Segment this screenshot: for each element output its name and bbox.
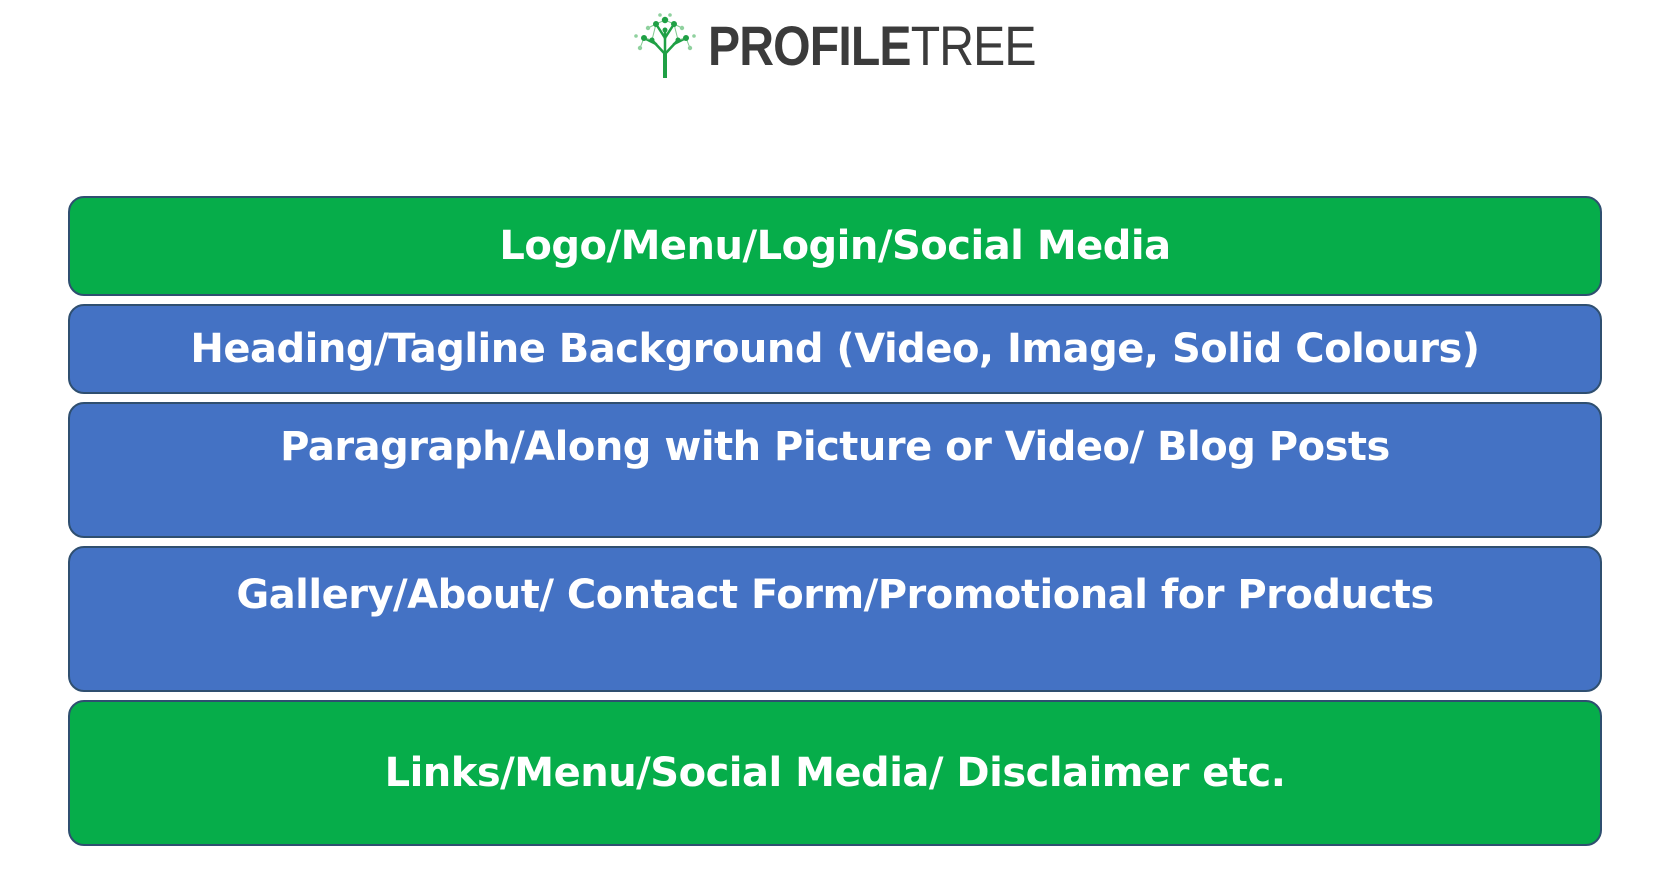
layer-hero-label: Heading/Tagline Background (Video, Image…	[190, 326, 1480, 372]
profiletree-logo: PROFILETREE	[0, 10, 1670, 82]
layer-hero: Heading/Tagline Background (Video, Image…	[68, 304, 1602, 394]
layer-content: Paragraph/Along with Picture or Video/ B…	[68, 402, 1602, 538]
logo-text-bold: PROFILE	[708, 14, 912, 77]
layer-footer-label: Links/Menu/Social Media/ Disclaimer etc.	[384, 750, 1286, 796]
layer-footer: Links/Menu/Social Media/ Disclaimer etc.	[68, 700, 1602, 846]
logo-wordmark: PROFILETREE	[708, 18, 1037, 74]
tree-icon	[634, 13, 697, 78]
layer-sections-label: Gallery/About/ Contact Form/Promotional …	[236, 572, 1434, 618]
layer-content-label: Paragraph/Along with Picture or Video/ B…	[280, 424, 1390, 470]
logo-lockup: PROFILETREE	[632, 12, 1037, 80]
layer-sections: Gallery/About/ Contact Form/Promotional …	[68, 546, 1602, 692]
layer-header-label: Logo/Menu/Login/Social Media	[499, 223, 1171, 269]
logo-text-light: TREE	[911, 14, 1037, 77]
layer-header: Logo/Menu/Login/Social Media	[68, 196, 1602, 296]
